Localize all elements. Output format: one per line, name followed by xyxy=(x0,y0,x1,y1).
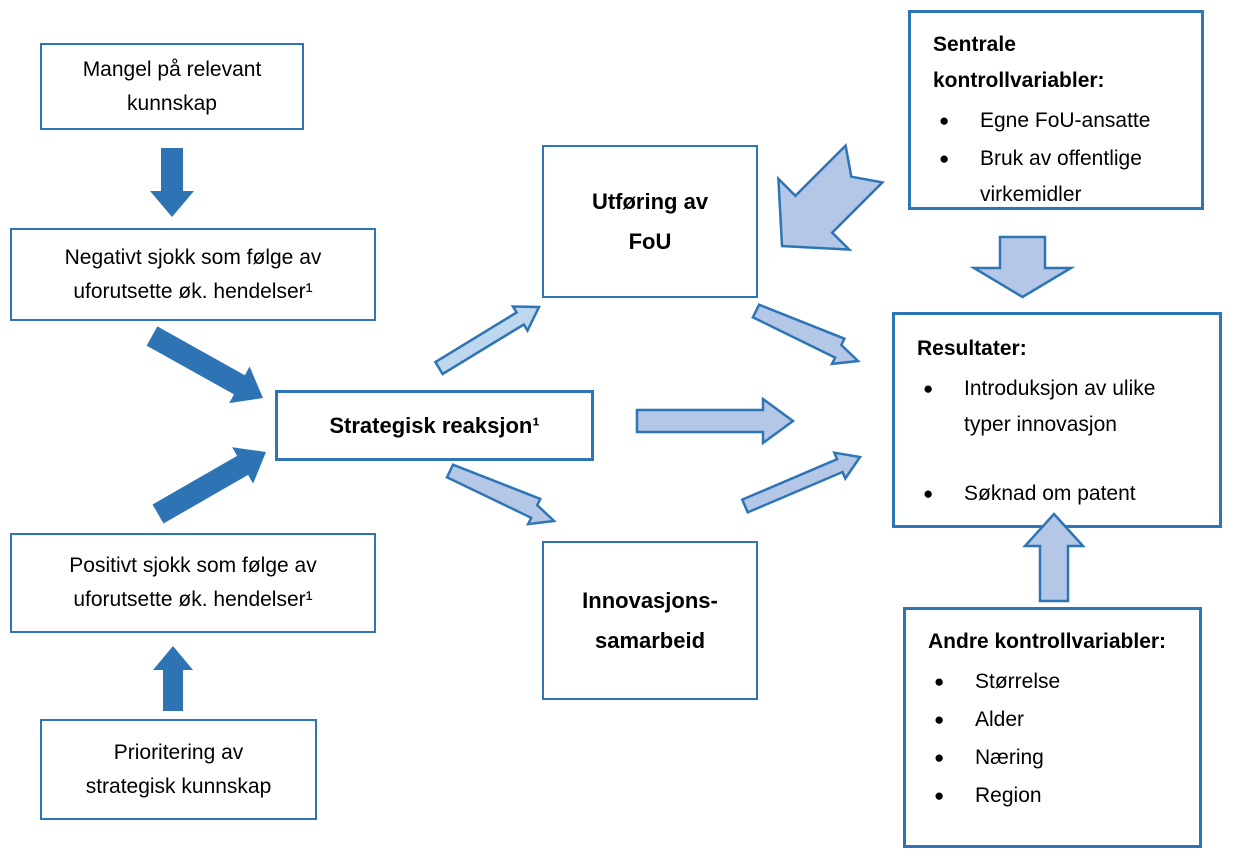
bullet-icon: ● xyxy=(934,710,945,729)
andre-title: Andre kontrollvariabler: xyxy=(928,630,1167,653)
list-item: ● Søknad om patent xyxy=(917,476,1205,512)
sentrale-bullet-2: Bruk av offentlige virkemidler xyxy=(980,147,1142,206)
andre-bullet-list: ● Størrelse ● Alder ● Næring ● Region xyxy=(928,664,1185,814)
arrow-innovasjon-to-resultater xyxy=(740,451,863,515)
list-item: ● Næring xyxy=(928,740,1185,776)
resultater-bullet-1: Introduksjon av ulike typer innovasjon xyxy=(964,377,1156,436)
andre-bullet-1: Størrelse xyxy=(975,670,1061,693)
box-mangel-line2: kunnskap xyxy=(127,91,217,115)
arrow-mangel-to-negativt xyxy=(150,148,194,217)
arrow-sentrale-to-utforing xyxy=(776,143,885,252)
box-prioritering-kunnskap: Prioritering av strategisk kunnskap xyxy=(40,719,317,820)
box-utforing-line1: Utføring av xyxy=(591,188,709,214)
box-innovasjonssamarbeid: Innovasjons- samarbeid xyxy=(542,541,758,700)
box-innovasjon-line1: Innovasjons- xyxy=(582,587,718,613)
sentrale-title: Sentrale kontrollvariabler: xyxy=(933,33,1105,92)
list-item: ● Bruk av offentlige virkemidler xyxy=(933,141,1187,213)
sentrale-bullet-1: Egne FoU-ansatte xyxy=(980,109,1151,132)
box-mangel-pa-relevant-kunnskap: Mangel på relevant kunnskap xyxy=(40,43,304,130)
sentrale-bullet-list: ● Egne FoU-ansatte ● Bruk av offentlige … xyxy=(933,103,1187,213)
box-andre-kontrollvariabler: Andre kontrollvariabler: ● Størrelse ● A… xyxy=(903,607,1202,848)
box-negativt-sjokk: Negativt sjokk som følge av uforutsette … xyxy=(10,228,376,321)
list-item: ● Region xyxy=(928,778,1185,814)
list-item: ● Alder xyxy=(928,702,1185,738)
box-negativt-line1: Negativt sjokk som følge av xyxy=(64,245,322,269)
box-strategisk-text: Strategisk reaksjon¹ xyxy=(329,412,540,438)
resultater-bullet-2: Søknad om patent xyxy=(964,482,1136,505)
bullet-icon: ● xyxy=(934,672,945,691)
box-positivt-line1: Positivt sjokk som følge av xyxy=(69,554,317,577)
box-resultater: Resultater: ● Introduksjon av ulike type… xyxy=(892,312,1222,528)
arrow-strategisk-to-resultater xyxy=(635,396,796,446)
bullet-icon: ● xyxy=(934,786,945,805)
box-strategisk-reaksjon: Strategisk reaksjon¹ xyxy=(275,390,594,461)
arrow-sentrale-to-resultater xyxy=(969,235,1076,299)
bullet-icon: ● xyxy=(939,149,950,168)
andre-bullet-4: Region xyxy=(975,784,1042,807)
bullet-icon: ● xyxy=(939,111,950,130)
list-item: ● Egne FoU-ansatte xyxy=(933,103,1187,139)
bullet-icon: ● xyxy=(923,379,934,398)
arrow-negativt-to-strategisk xyxy=(146,326,263,404)
box-prioritering-line1: Prioritering av xyxy=(113,740,244,764)
box-positivt-line2: uforutsette øk. hendelser¹ xyxy=(73,588,313,611)
arrow-utforing-to-resultater xyxy=(751,303,861,366)
arrow-strategisk-to-innovasjon xyxy=(445,463,557,526)
box-sentrale-kontrollvariabler: Sentrale kontrollvariabler: ● Egne FoU-a… xyxy=(908,10,1204,210)
box-prioritering-line2: strategisk kunnskap xyxy=(85,774,272,798)
box-innovasjon-line2: samarbeid xyxy=(594,627,706,653)
box-mangel-line1: Mangel på relevant xyxy=(82,57,262,81)
arrow-positivt-to-strategisk xyxy=(152,447,266,524)
box-negativt-line2: uforutsette øk. hendelser¹ xyxy=(73,279,313,303)
box-positivt-sjokk: Positivt sjokk som følge av uforutsette … xyxy=(10,533,376,633)
box-utforing-line2: FoU xyxy=(628,228,672,254)
resultater-bullet-list: ● Introduksjon av ulike typer innovasjon… xyxy=(917,371,1205,512)
bullet-icon: ● xyxy=(923,484,934,503)
bullet-icon: ● xyxy=(934,748,945,767)
arrow-strategisk-to-utforing xyxy=(433,305,541,376)
andre-bullet-3: Næring xyxy=(975,746,1044,769)
arrow-prioritering-to-positivt xyxy=(153,646,193,711)
resultater-title: Resultater: xyxy=(917,337,1027,360)
box-utforing-av-fou: Utføring av FoU xyxy=(542,145,758,298)
andre-bullet-2: Alder xyxy=(975,708,1025,731)
list-item: ● Størrelse xyxy=(928,664,1185,700)
list-item: ● Introduksjon av ulike typer innovasjon xyxy=(917,371,1205,443)
